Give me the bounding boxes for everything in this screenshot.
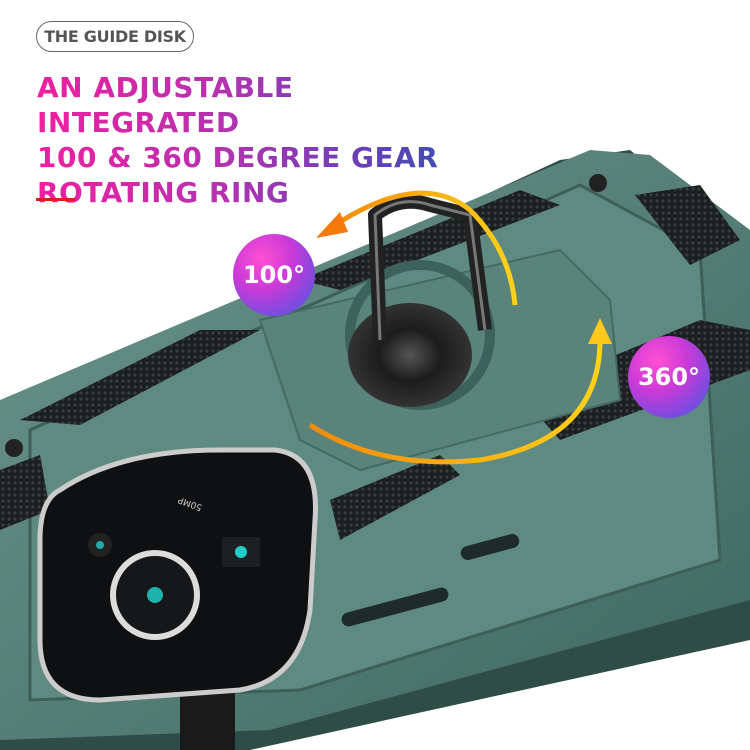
arrow-left-icon — [316, 212, 348, 238]
rotation-arrows — [308, 190, 612, 465]
rotating-disk — [348, 303, 472, 407]
ring-holder — [345, 194, 495, 410]
headline-line: 100 & 360 DEGREE GEAR — [37, 141, 439, 174]
grip-panel — [300, 190, 560, 290]
screw-icon — [5, 439, 23, 457]
grip-panel — [635, 185, 740, 265]
grip-panel — [0, 455, 50, 530]
screw-icon — [589, 174, 607, 192]
badge-360-degree: 360° — [628, 336, 710, 418]
headline: AN ADJUSTABLE INTEGRATED 100 & 360 DEGRE… — [37, 70, 497, 210]
grip-panel — [330, 455, 460, 540]
section-label-pill: THE GUIDE DISK — [36, 21, 194, 52]
side-button — [341, 587, 449, 627]
badge-100-degree: 100° — [233, 234, 315, 316]
side-button — [460, 534, 520, 560]
grip-panel — [20, 330, 260, 425]
headline-line: AN ADJUSTABLE INTEGRATED — [37, 71, 294, 139]
arrow-up-icon — [588, 318, 612, 344]
accent-divider — [36, 198, 75, 201]
camera-module — [37, 447, 318, 703]
headline-line: ROTATING RING — [37, 176, 290, 209]
